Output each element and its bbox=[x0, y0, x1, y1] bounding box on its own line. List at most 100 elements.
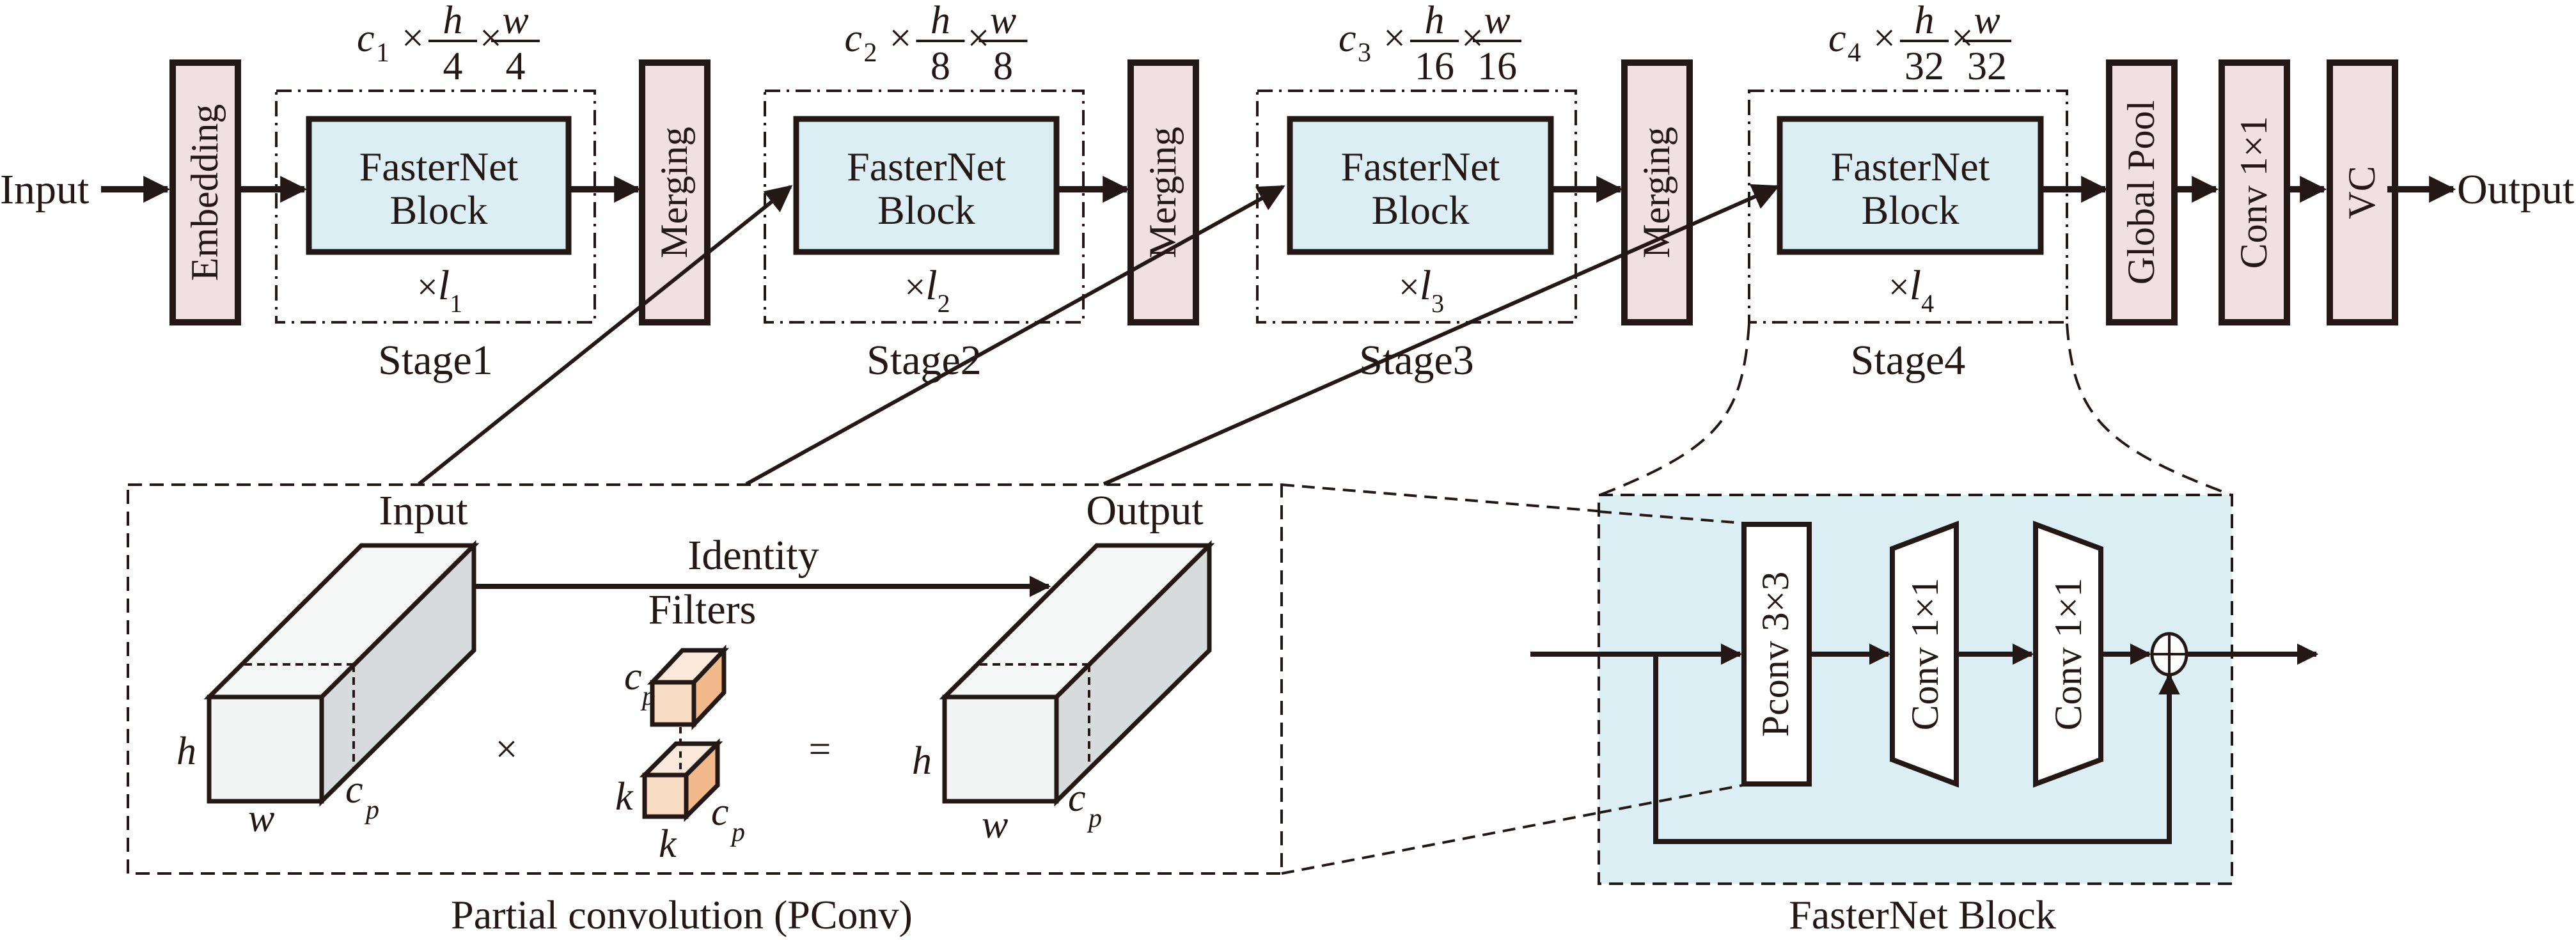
pconv-output-label: Output bbox=[1086, 487, 1203, 534]
conv1x1-module: Conv 1×1 bbox=[2219, 59, 2290, 325]
fasternet-block bbox=[793, 116, 1060, 255]
filter-k-bottom-label: k bbox=[659, 822, 677, 866]
add-icon bbox=[2150, 632, 2188, 677]
input-feature-map bbox=[203, 540, 480, 807]
fasternet-block-label-line2: Block bbox=[1372, 187, 1470, 233]
connector-to-stage4 bbox=[1103, 184, 1780, 486]
svg-text:c: c bbox=[1828, 17, 1846, 60]
merging-module-2: Merging bbox=[1127, 59, 1199, 325]
svg-text:32: 32 bbox=[1967, 45, 2007, 88]
input-cp-c: c bbox=[345, 768, 363, 811]
stage-name-label: Stage1 bbox=[378, 337, 493, 384]
merging-label: Merging bbox=[1142, 127, 1184, 258]
svg-text:h: h bbox=[1425, 0, 1445, 42]
stage-repeat-label: ×l2 bbox=[905, 262, 950, 318]
svg-text:c: c bbox=[357, 17, 375, 60]
pconv-connectors bbox=[418, 184, 1780, 486]
output-cp-c: c bbox=[1068, 776, 1086, 820]
stage-name-label: Stage4 bbox=[1851, 337, 1966, 384]
input-cp-p: p bbox=[364, 795, 379, 825]
fasternet-block-label-line1: FasterNet bbox=[359, 144, 519, 189]
global-pool-module: Global Pool bbox=[2106, 59, 2178, 325]
fasternet-block bbox=[306, 116, 572, 255]
merging-label: Merging bbox=[653, 127, 695, 258]
conv1x1-reduce-module: Conv 1×1 bbox=[2033, 521, 2103, 788]
svg-text:16: 16 bbox=[1477, 45, 1517, 88]
stage-border bbox=[275, 90, 596, 324]
fasternet-block bbox=[1287, 116, 1554, 255]
svg-text:32: 32 bbox=[1905, 45, 1944, 88]
pconv-input-label: Input bbox=[379, 487, 467, 534]
svg-text:w: w bbox=[990, 0, 1016, 42]
filter-bottom-cp-label: c p bbox=[711, 790, 745, 847]
svg-text:8: 8 bbox=[931, 45, 950, 88]
svg-text:h: h bbox=[931, 0, 950, 42]
conv1x1-label: Conv 1×1 bbox=[2233, 116, 2275, 269]
merging-module-1: Merging bbox=[639, 59, 711, 325]
stage-name-label: Stage2 bbox=[867, 337, 982, 384]
filter-top-c: c bbox=[624, 655, 642, 698]
svg-text:h: h bbox=[443, 0, 463, 42]
svg-text:4: 4 bbox=[443, 45, 463, 88]
svg-text:4: 4 bbox=[506, 45, 526, 88]
pipeline-output-label: Output bbox=[2457, 166, 2574, 213]
input-cuboid-front bbox=[207, 694, 324, 804]
equals-sign: = bbox=[809, 728, 831, 771]
zoom-curve-left bbox=[1599, 323, 1750, 496]
stage4-zoom-lines bbox=[1599, 323, 2232, 496]
block-detail-caption: FasterNet Block bbox=[1789, 892, 2056, 937]
identity-label: Identity bbox=[687, 532, 819, 579]
svg-text:w: w bbox=[502, 0, 528, 42]
vc-label: VC bbox=[2341, 166, 2383, 219]
svg-text:w: w bbox=[1974, 0, 2000, 42]
filter-cube-bottom bbox=[639, 738, 723, 822]
filter-top-p: p bbox=[640, 682, 656, 711]
svg-text:×: × bbox=[1461, 17, 1484, 60]
zoom-curve-right bbox=[2066, 323, 2232, 496]
svg-text:c: c bbox=[845, 17, 863, 60]
output-feature-map bbox=[939, 540, 1215, 807]
output-cuboid-front bbox=[942, 694, 1059, 804]
fasternet-block-label-line1: FasterNet bbox=[1341, 144, 1500, 189]
fasternet-block-label-line2: Block bbox=[877, 187, 975, 233]
svg-text:×: × bbox=[890, 17, 912, 60]
input-h-label: h bbox=[177, 730, 196, 773]
svg-text:2: 2 bbox=[864, 38, 877, 68]
fasternet-block-label-line2: Block bbox=[1862, 187, 1959, 233]
output-w-label: w bbox=[982, 803, 1008, 847]
embedding-label: Embedding bbox=[184, 104, 226, 281]
svg-text:3: 3 bbox=[1358, 38, 1371, 68]
fasternet-block-label-line1: FasterNet bbox=[847, 144, 1006, 189]
connector-to-stage3 bbox=[745, 185, 1285, 486]
fasternet-block-label-line2: Block bbox=[390, 187, 488, 233]
svg-text:×: × bbox=[480, 17, 502, 60]
svg-text:×: × bbox=[1873, 17, 1896, 60]
filter-bottom-p: p bbox=[730, 818, 745, 847]
svg-text:8: 8 bbox=[993, 45, 1013, 88]
multiply-sign: × bbox=[496, 728, 518, 771]
pipeline-input-label: Input bbox=[0, 166, 89, 213]
conv1x1-expand-module: Conv 1×1 bbox=[1890, 521, 1959, 788]
fasternet-block-label-line1: FasterNet bbox=[1831, 144, 1990, 189]
filter-cube-top bbox=[647, 645, 730, 730]
svg-text:×: × bbox=[968, 17, 990, 60]
svg-text:16: 16 bbox=[1415, 45, 1454, 88]
merging-label: Merging bbox=[1635, 127, 1677, 258]
pconv-zoom-lines-inner bbox=[1598, 510, 1743, 814]
fasternet-block-detail: Pconv 3×3 Conv 1×1 Conv 1×1 FasterNet Bl… bbox=[1530, 494, 2319, 937]
svg-text:×: × bbox=[402, 17, 424, 60]
stage-repeat-label: ×l4 bbox=[1889, 262, 1934, 318]
pipeline: Input Embedding FasterNetBlock×l1Stage1c… bbox=[0, 0, 2574, 384]
input-cp-label: c p bbox=[345, 768, 379, 825]
stage-border bbox=[1748, 90, 2068, 324]
output-cp-p: p bbox=[1087, 804, 1102, 833]
connector-to-stage2 bbox=[418, 185, 793, 486]
global-pool-label: Global Pool bbox=[2120, 100, 2162, 285]
svg-text:w: w bbox=[1484, 0, 1510, 42]
